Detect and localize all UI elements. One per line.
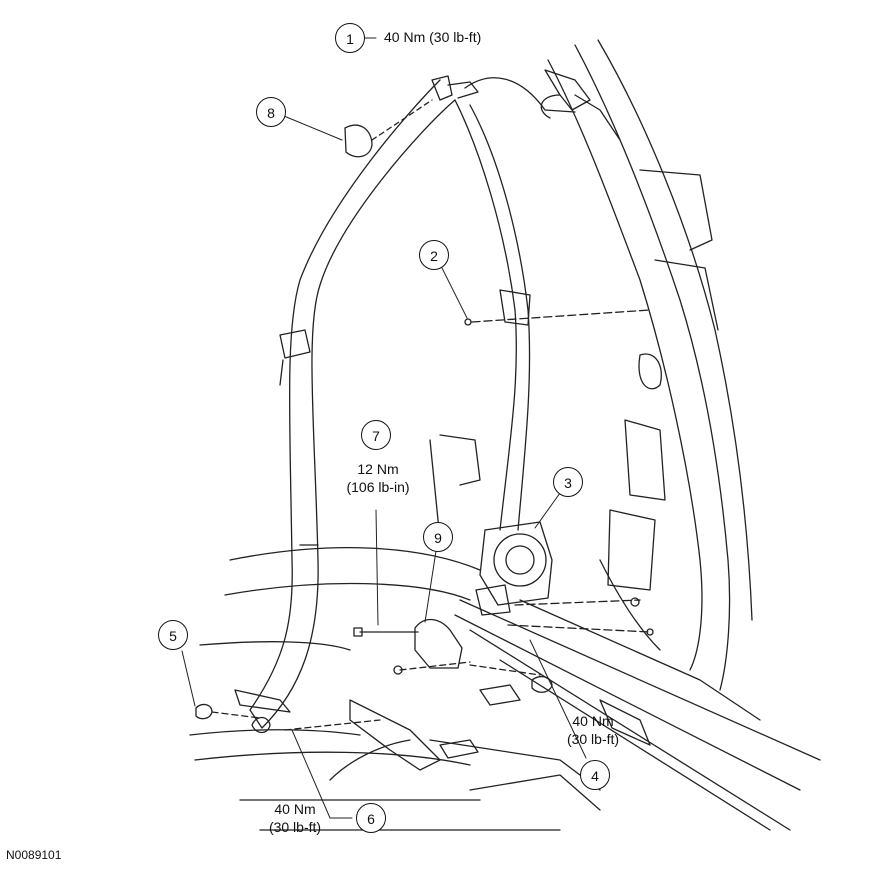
callout-1: 1 — [335, 23, 365, 53]
d-ring-anchor — [431, 75, 576, 113]
callout-3: 3 — [553, 467, 583, 497]
torque-label-item1: 40 Nm (30 lb-ft) — [384, 29, 482, 45]
lower-anchor — [195, 675, 553, 734]
leader-lines — [181, 37, 587, 819]
callout-6: 6 — [356, 803, 386, 833]
floor-sill — [189, 434, 821, 831]
callout-8: 8 — [256, 97, 286, 127]
retractor — [475, 521, 654, 636]
b-pillar-panel — [540, 39, 753, 691]
torque-label-item7-lb: (106 lb-in) — [346, 479, 410, 495]
cover-cap — [344, 99, 433, 158]
callout-2: 2 — [419, 240, 449, 270]
torque-label-item4-nm: 40 Nm — [572, 713, 614, 729]
buckle-bracket — [353, 618, 541, 676]
belt-guide — [464, 289, 651, 326]
callout-7: 7 — [361, 420, 391, 450]
torque-label-item6-nm: 40 Nm — [274, 801, 316, 817]
callout-5: 5 — [158, 620, 188, 650]
torque-label-item6-lb: (30 lb-ft) — [268, 819, 322, 835]
torque-label-item4-lb: (30 lb-ft) — [566, 731, 620, 747]
callout-9: 9 — [423, 522, 453, 552]
seat-belt-webbing — [249, 79, 531, 729]
callout-4: 4 — [580, 760, 610, 790]
torque-label-item7-nm: 12 Nm — [357, 461, 399, 477]
figure-id: N0089101 — [6, 848, 62, 862]
